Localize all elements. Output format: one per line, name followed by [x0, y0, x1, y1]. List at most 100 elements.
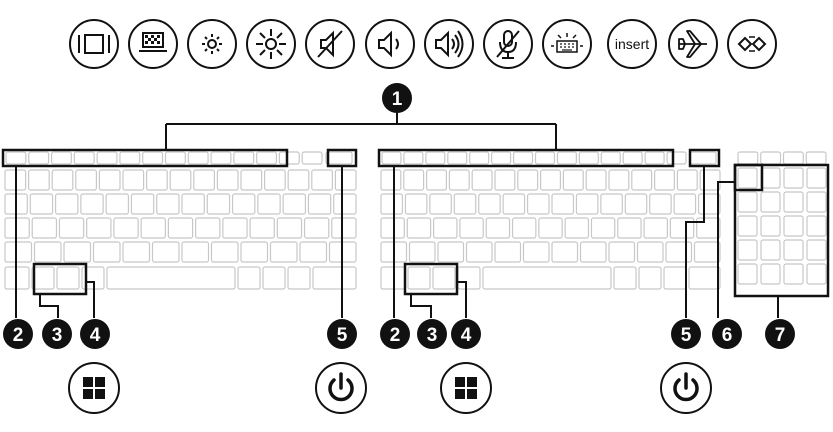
- function-key: [233, 151, 255, 165]
- keyboard-key: [693, 241, 721, 263]
- spacebar-key: [106, 266, 236, 290]
- numpad-key: [806, 239, 827, 261]
- callout-4-right-number: 4: [461, 325, 472, 346]
- keyboard-key: [333, 193, 357, 215]
- power-key: [689, 151, 717, 165]
- numpad-key: [760, 239, 781, 261]
- numpad-key: [783, 167, 804, 189]
- callout-leader-lines: [15, 166, 779, 318]
- function-key: [534, 151, 556, 165]
- keyboard-key: [459, 217, 484, 239]
- mute-icon: [305, 19, 355, 69]
- keyboard-key: [331, 217, 357, 239]
- keyboard-key: [485, 217, 511, 239]
- keyboard-key: [33, 241, 62, 263]
- callout-1-number: 1: [392, 89, 403, 110]
- keyboard-key: [404, 193, 428, 215]
- keyboard-key: [28, 169, 50, 191]
- callout-1-bracket: [165, 113, 557, 150]
- highlight-boxes: [1, 148, 830, 298]
- keyboard-key: [517, 169, 539, 191]
- keyboard-key: [697, 193, 721, 215]
- keyboard-key: [448, 169, 470, 191]
- windows-key: [56, 266, 80, 290]
- keyboard-key: [63, 241, 92, 263]
- numpad-key: [783, 215, 804, 237]
- keyboard-key: [406, 217, 432, 239]
- function-key: [5, 151, 27, 165]
- alt-key: [613, 266, 637, 290]
- callout-4-right: 4: [451, 319, 481, 349]
- arrow-key: [312, 266, 357, 290]
- privacy-screen-icon: [128, 19, 178, 69]
- keyboard-key: [478, 193, 501, 215]
- numpad-key: [760, 215, 781, 237]
- keyboard-key: [575, 193, 599, 215]
- keyboard-key: [130, 193, 155, 215]
- keyboard-key: [156, 193, 180, 215]
- keyboard-key: [437, 241, 465, 263]
- function-key: [73, 151, 95, 165]
- function-key: [381, 151, 402, 165]
- function-key: [600, 151, 621, 165]
- keyboard-key: [169, 169, 192, 191]
- keyboard-key: [58, 217, 85, 239]
- callout-2-left-number: 2: [13, 325, 24, 346]
- function-key: [622, 151, 643, 165]
- keyboard-key: [696, 217, 721, 239]
- windows-logo-icon: [440, 362, 492, 414]
- function-key: [491, 151, 512, 165]
- volume-up-icon: [424, 19, 474, 69]
- function-key: [28, 151, 50, 165]
- keyboard-key: [54, 193, 79, 215]
- keyboard-key: [538, 217, 563, 239]
- brightness-down-icon: [187, 19, 237, 69]
- numpad-key: [737, 215, 758, 237]
- function-key: [666, 151, 687, 165]
- keyboard-key: [75, 169, 98, 191]
- keyboard-key: [282, 193, 307, 215]
- keyboard-key: [433, 217, 458, 239]
- power-key: [325, 151, 353, 165]
- numpad-key: [806, 263, 827, 285]
- keyboard-key: [564, 217, 590, 239]
- insert-key-icon: insert: [607, 19, 657, 69]
- callout-5-left: 5: [327, 319, 357, 349]
- function-key: [278, 151, 300, 165]
- keyboard-key: [617, 217, 642, 239]
- keyboard-key: [299, 241, 328, 263]
- keyboard-key: [522, 241, 550, 263]
- arrow-key: [663, 266, 687, 290]
- windows-logo-icon: [68, 362, 120, 414]
- keyboard-key: [216, 169, 239, 191]
- keyboard-key: [600, 193, 623, 215]
- keyboard-key: [426, 169, 448, 191]
- keyboard-key: [4, 217, 30, 239]
- keyboard-key: [380, 193, 404, 215]
- numpad-key: [806, 215, 827, 237]
- function-key: [50, 151, 72, 165]
- numpad-key: [783, 191, 804, 213]
- keyboard-key: [429, 193, 452, 215]
- keyboard-key: [653, 169, 675, 191]
- function-key-icons-row: insert: [69, 19, 777, 69]
- function-key: [737, 151, 759, 165]
- right-windows-key-highlight: [403, 262, 459, 296]
- keyboard-key: [380, 169, 402, 191]
- function-key: [644, 151, 665, 165]
- keyboard-key: [673, 193, 697, 215]
- numpad-key: [806, 191, 827, 213]
- function-key: [512, 151, 534, 165]
- airplane-mode-icon: [668, 19, 718, 69]
- function-key: [556, 151, 577, 165]
- numpad-key: [737, 239, 758, 261]
- callout-4-left: 4: [80, 319, 110, 349]
- keyboard-key: [608, 169, 630, 191]
- keyboard-key: [551, 241, 579, 263]
- keyboard-key: [631, 169, 653, 191]
- function-key: [256, 151, 278, 165]
- function-key: [469, 151, 490, 165]
- function-key: [142, 151, 164, 165]
- keyboard-key: [303, 217, 330, 239]
- keyboard-key: [311, 169, 333, 191]
